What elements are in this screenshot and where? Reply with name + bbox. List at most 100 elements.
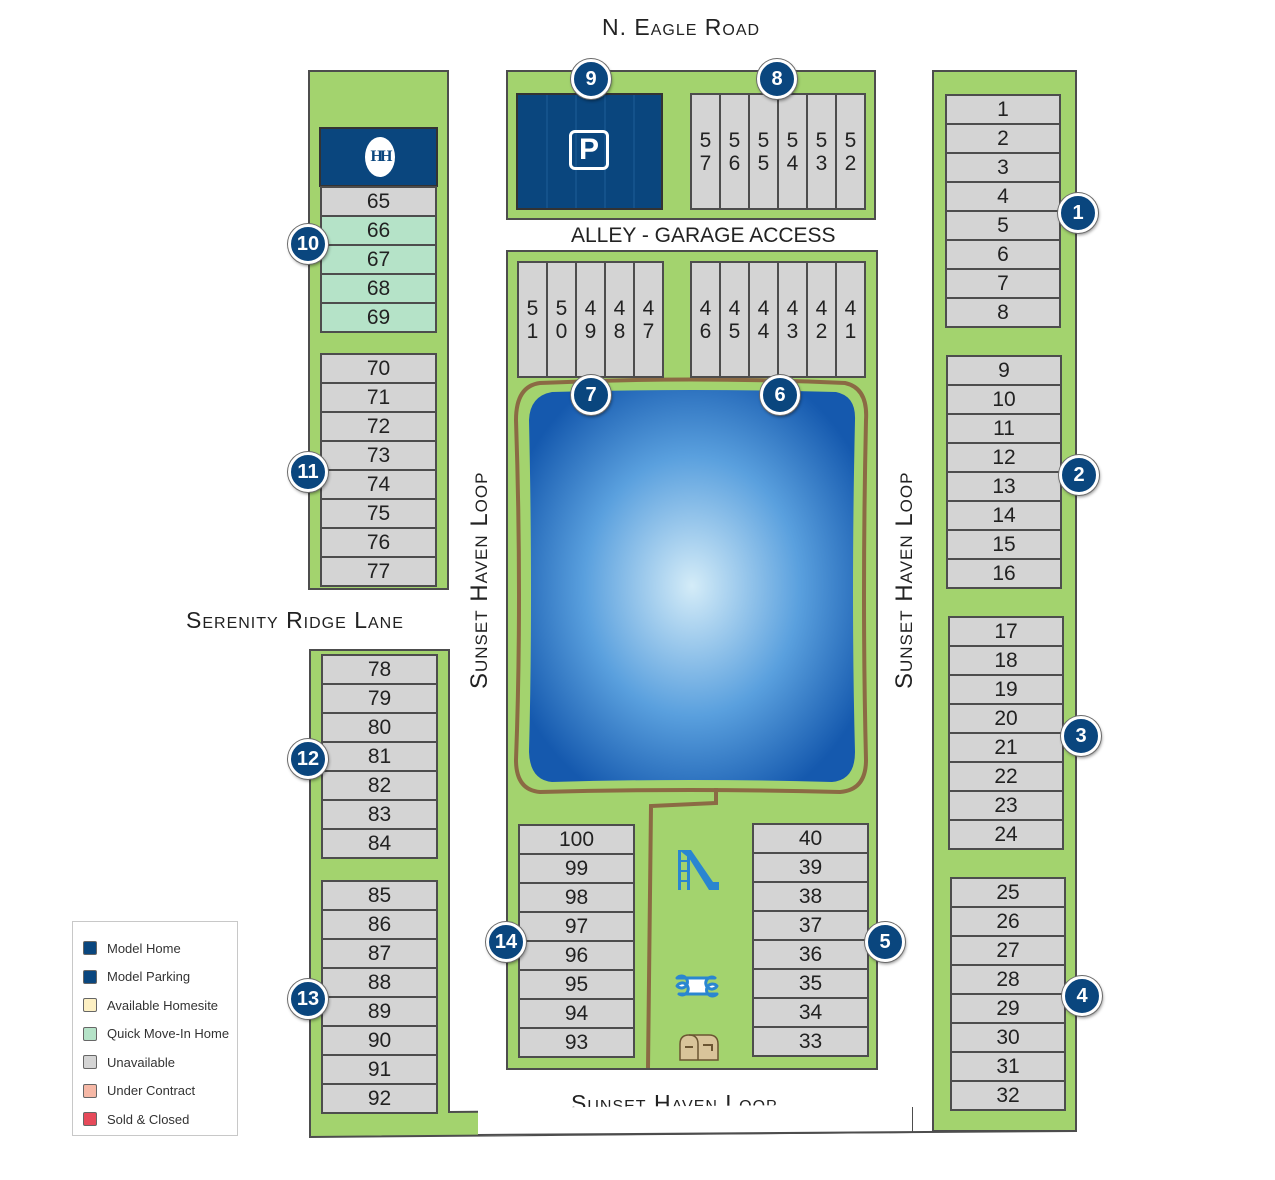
lot-24[interactable]: 24 [948, 819, 1064, 850]
area-badge-11[interactable]: 11 [288, 452, 328, 492]
lot-17[interactable]: 17 [948, 616, 1064, 647]
area-badge-6[interactable]: 6 [760, 375, 800, 415]
lot-28[interactable]: 28 [950, 964, 1066, 995]
lot-13[interactable]: 13 [946, 471, 1062, 502]
lot-40[interactable]: 40 [752, 823, 869, 854]
lot-4[interactable]: 4 [945, 181, 1061, 212]
lot-100[interactable]: 100 [518, 824, 635, 855]
lot-65[interactable]: 65 [320, 186, 437, 217]
lot-10[interactable]: 10 [946, 384, 1062, 415]
lot-2[interactable]: 2 [945, 123, 1061, 154]
lot-23[interactable]: 23 [948, 790, 1064, 821]
area-badge-3[interactable]: 3 [1061, 716, 1101, 756]
lot-37[interactable]: 37 [752, 910, 869, 941]
lot-41[interactable]: 4 1 [835, 261, 866, 378]
lot-79[interactable]: 79 [321, 683, 438, 714]
lot-99[interactable]: 99 [518, 853, 635, 884]
lot-68[interactable]: 68 [320, 273, 437, 304]
area-badge-14[interactable]: 14 [486, 922, 526, 962]
lot-77[interactable]: 77 [320, 556, 437, 587]
area-badge-12[interactable]: 12 [288, 739, 328, 779]
lot-32[interactable]: 32 [950, 1080, 1066, 1111]
lot-16[interactable]: 16 [946, 558, 1062, 589]
lot-39[interactable]: 39 [752, 852, 869, 883]
lot-74[interactable]: 74 [320, 469, 437, 500]
lot-35[interactable]: 35 [752, 968, 869, 999]
lot-31[interactable]: 31 [950, 1051, 1066, 1082]
lot-93[interactable]: 93 [518, 1027, 635, 1058]
lot-12[interactable]: 12 [946, 442, 1062, 473]
lot-14[interactable]: 14 [946, 500, 1062, 531]
lot-67[interactable]: 67 [320, 244, 437, 275]
lot-26[interactable]: 26 [950, 906, 1066, 937]
area-badge-2[interactable]: 2 [1059, 455, 1099, 495]
lot-53[interactable]: 5 3 [806, 93, 837, 210]
lot-47[interactable]: 4 7 [633, 261, 664, 378]
lot-11[interactable]: 11 [946, 413, 1062, 444]
lot-85[interactable]: 85 [321, 880, 438, 911]
lot-1[interactable]: 1 [945, 94, 1061, 125]
lot-29[interactable]: 29 [950, 993, 1066, 1024]
area-badge-10[interactable]: 10 [288, 224, 328, 264]
lot-48[interactable]: 4 8 [604, 261, 635, 378]
lot-97[interactable]: 97 [518, 911, 635, 942]
lot-5[interactable]: 5 [945, 210, 1061, 241]
lot-27[interactable]: 27 [950, 935, 1066, 966]
lot-73[interactable]: 73 [320, 440, 437, 471]
area-badge-7[interactable]: 7 [571, 375, 611, 415]
lot-19[interactable]: 19 [948, 674, 1064, 705]
lot-92[interactable]: 92 [321, 1083, 438, 1114]
lot-30[interactable]: 30 [950, 1022, 1066, 1053]
lot-36[interactable]: 36 [752, 939, 869, 970]
lot-87[interactable]: 87 [321, 938, 438, 969]
lot-43[interactable]: 4 3 [777, 261, 808, 378]
lot-21[interactable]: 21 [948, 732, 1064, 763]
lot-55[interactable]: 5 5 [748, 93, 779, 210]
area-badge-8[interactable]: 8 [757, 59, 797, 99]
lot-56[interactable]: 5 6 [719, 93, 750, 210]
lot-76[interactable]: 76 [320, 527, 437, 558]
lot-94[interactable]: 94 [518, 998, 635, 1029]
lot-82[interactable]: 82 [321, 770, 438, 801]
lot-7[interactable]: 7 [945, 268, 1061, 299]
lot-83[interactable]: 83 [321, 799, 438, 830]
lot-25[interactable]: 25 [950, 877, 1066, 908]
lot-3[interactable]: 3 [945, 152, 1061, 183]
lot-70[interactable]: 70 [320, 353, 437, 384]
lot-22[interactable]: 22 [948, 761, 1064, 792]
area-badge-1[interactable]: 1 [1058, 193, 1098, 233]
lot-42[interactable]: 4 2 [806, 261, 837, 378]
lot-38[interactable]: 38 [752, 881, 869, 912]
lot-88[interactable]: 88 [321, 967, 438, 998]
lot-66[interactable]: 66 [320, 215, 437, 246]
lot-46[interactable]: 4 6 [690, 261, 721, 378]
area-badge-5[interactable]: 5 [865, 922, 905, 962]
area-badge-9[interactable]: 9 [571, 59, 611, 99]
area-badge-4[interactable]: 4 [1062, 976, 1102, 1016]
lot-45[interactable]: 4 5 [719, 261, 750, 378]
lot-57[interactable]: 5 7 [690, 93, 721, 210]
lot-81[interactable]: 81 [321, 741, 438, 772]
area-badge-13[interactable]: 13 [288, 979, 328, 1019]
lot-54[interactable]: 5 4 [777, 93, 808, 210]
lot-15[interactable]: 15 [946, 529, 1062, 560]
lot-84[interactable]: 84 [321, 828, 438, 859]
lot-8[interactable]: 8 [945, 297, 1061, 328]
lot-9[interactable]: 9 [946, 355, 1062, 386]
lot-6[interactable]: 6 [945, 239, 1061, 270]
lot-80[interactable]: 80 [321, 712, 438, 743]
lot-95[interactable]: 95 [518, 969, 635, 1000]
lot-52[interactable]: 5 2 [835, 93, 866, 210]
lot-44[interactable]: 4 4 [748, 261, 779, 378]
lot-89[interactable]: 89 [321, 996, 438, 1027]
lot-50[interactable]: 5 0 [546, 261, 577, 378]
model-home[interactable]: HH [319, 127, 438, 187]
lot-72[interactable]: 72 [320, 411, 437, 442]
lot-78[interactable]: 78 [321, 654, 438, 685]
lot-75[interactable]: 75 [320, 498, 437, 529]
lot-69[interactable]: 69 [320, 302, 437, 333]
lot-86[interactable]: 86 [321, 909, 438, 940]
lot-34[interactable]: 34 [752, 997, 869, 1028]
lot-51[interactable]: 5 1 [517, 261, 548, 378]
lot-90[interactable]: 90 [321, 1025, 438, 1056]
